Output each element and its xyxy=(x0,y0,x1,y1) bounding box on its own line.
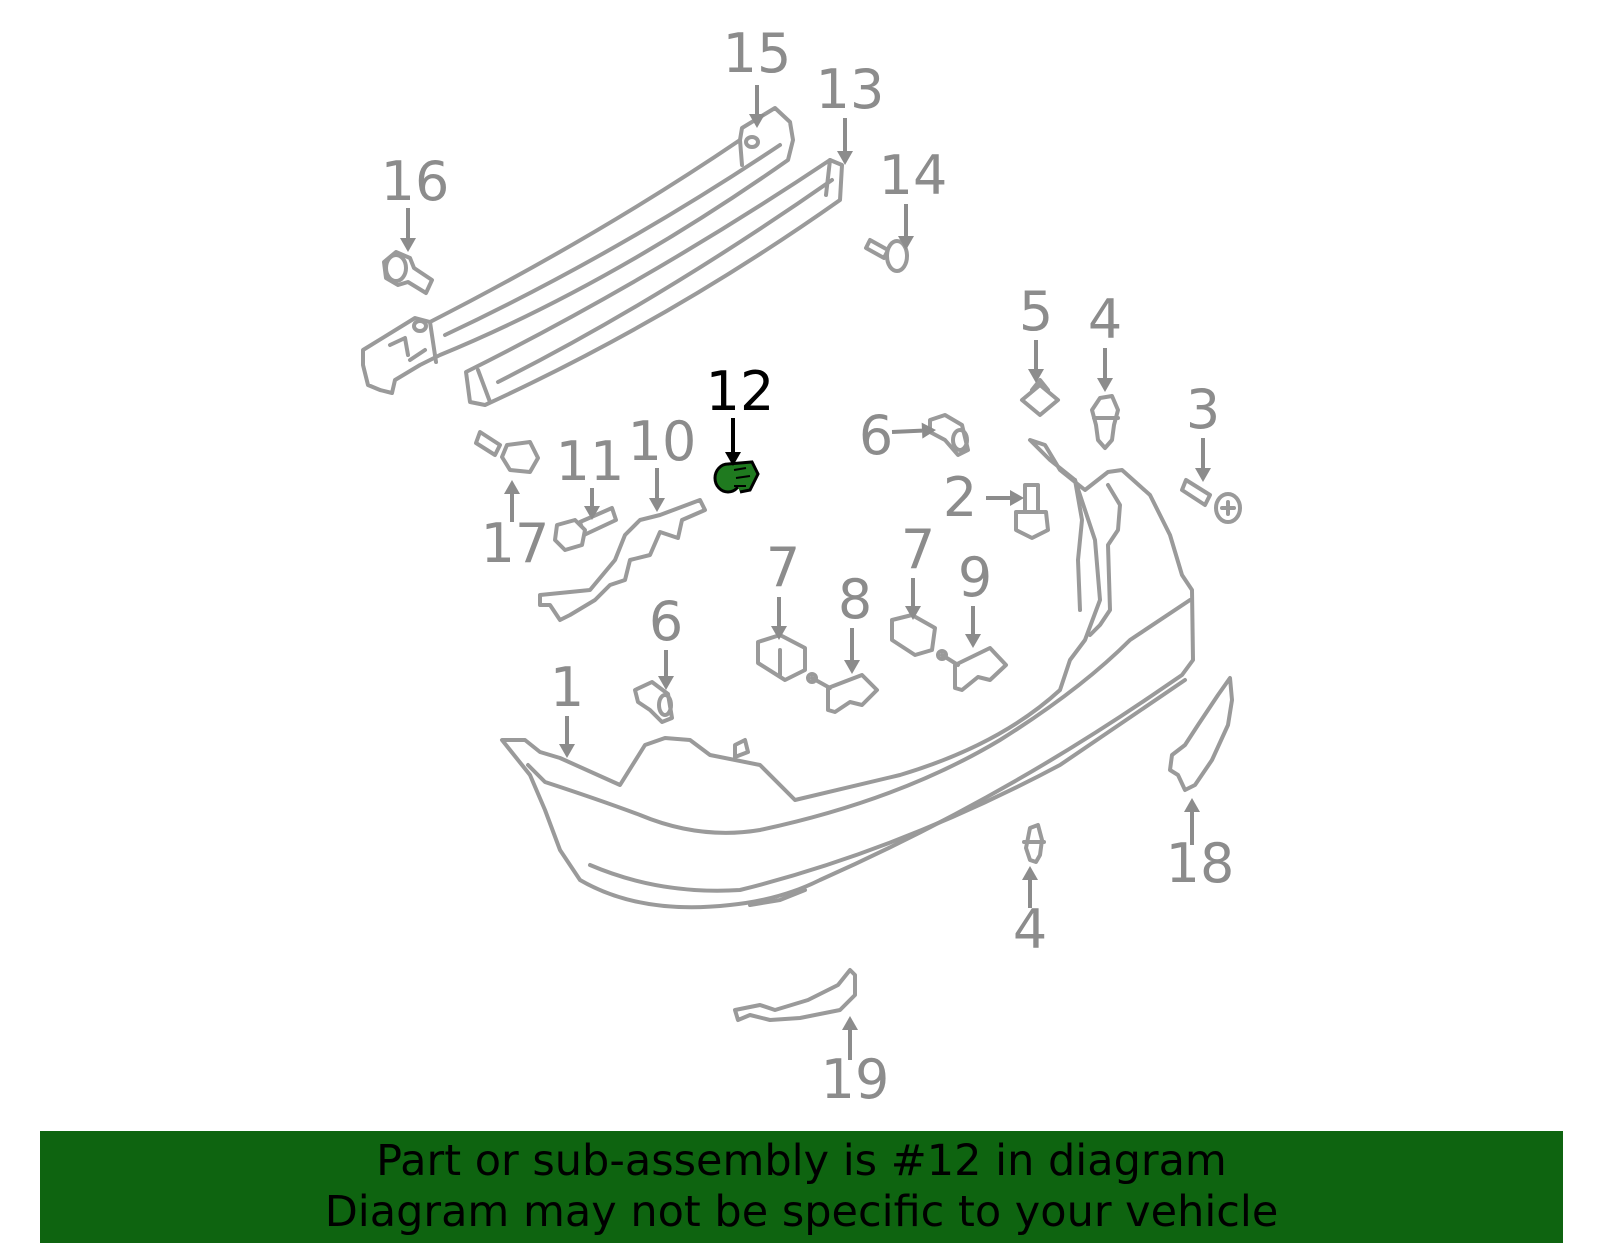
part-8-retainer[interactable] xyxy=(806,672,879,714)
callout-3[interactable]: 3 xyxy=(1186,378,1220,441)
banner-line-part-number: Part or sub-assembly is #12 in diagram xyxy=(376,1136,1227,1186)
arrowhead-c2 xyxy=(1010,490,1024,506)
arrowhead-c13 xyxy=(837,151,853,165)
callout-9[interactable]: 9 xyxy=(958,546,992,609)
arrowhead-c19 xyxy=(842,1016,858,1030)
part-7-clip-left[interactable] xyxy=(756,633,807,682)
callout-7-left[interactable]: 7 xyxy=(766,536,800,599)
part-1-bumper-cover[interactable] xyxy=(500,438,1195,910)
callout-8[interactable]: 8 xyxy=(838,568,872,631)
part-4-push-clip-upper[interactable] xyxy=(1090,394,1120,450)
arrowhead-c9 xyxy=(965,634,981,648)
arrowhead-c12 xyxy=(725,452,741,466)
arrowhead-c15 xyxy=(749,114,765,128)
banner-line-disclaimer: Diagram may not be specific to your vehi… xyxy=(324,1187,1279,1237)
arrowhead-c4a xyxy=(1097,378,1113,392)
part-17-bolt[interactable] xyxy=(474,430,540,474)
arrowhead-c6b xyxy=(658,676,674,690)
callout-16[interactable]: 16 xyxy=(381,150,450,213)
callout-18[interactable]: 18 xyxy=(1166,832,1235,895)
callout-11[interactable]: 11 xyxy=(556,430,625,493)
callout-10[interactable]: 10 xyxy=(628,410,697,473)
arrowhead-c10 xyxy=(649,498,665,512)
part-4-push-clip-lower[interactable] xyxy=(1022,823,1046,864)
arrowhead-c14 xyxy=(898,236,914,250)
part-9-retainer[interactable] xyxy=(936,646,1008,692)
arrowhead-c7b xyxy=(905,606,921,620)
arrowhead-c6a xyxy=(921,422,936,439)
callout-14[interactable]: 14 xyxy=(879,144,948,207)
part-12-highlighted[interactable] xyxy=(713,460,760,494)
arrowhead-c1 xyxy=(559,744,575,758)
leader-lines xyxy=(400,85,1211,1060)
callout-12-highlighted[interactable]: 12 xyxy=(706,360,775,423)
part-19-lower-molding[interactable] xyxy=(733,968,857,1022)
arrowhead-c11 xyxy=(584,506,600,520)
arrowhead-c5 xyxy=(1028,369,1044,383)
part-2-bolt[interactable] xyxy=(1014,483,1050,540)
callout-13[interactable]: 13 xyxy=(816,58,885,121)
callout-5[interactable]: 5 xyxy=(1019,280,1053,343)
arrowhead-c18 xyxy=(1184,798,1200,812)
callout-6-upper[interactable]: 6 xyxy=(859,404,893,467)
arrowhead-c17 xyxy=(504,480,520,494)
callout-labels: 1 2 3 4 4 5 6 6 7 7 8 9 10 11 12 13 14 1… xyxy=(381,22,1235,1111)
part-5-clip-nut[interactable] xyxy=(1020,378,1060,417)
arrowhead-c4b xyxy=(1022,866,1038,880)
part-3-screw[interactable] xyxy=(1180,478,1242,524)
part-16-bolt[interactable] xyxy=(382,250,434,295)
leader-line-c6a xyxy=(891,428,923,434)
callout-17[interactable]: 17 xyxy=(481,512,550,575)
part-14-pin[interactable] xyxy=(864,238,909,273)
part-13-energy-absorber[interactable] xyxy=(464,158,844,407)
callout-19[interactable]: 19 xyxy=(821,1048,890,1111)
callout-2[interactable]: 2 xyxy=(943,466,977,529)
callout-1[interactable]: 1 xyxy=(550,656,584,719)
part-7-clip-right[interactable] xyxy=(890,613,937,657)
arrowhead-c16 xyxy=(400,238,416,252)
info-banner: Part or sub-assembly is #12 in diagram D… xyxy=(40,1131,1563,1243)
callout-4-upper[interactable]: 4 xyxy=(1088,288,1122,351)
arrowhead-c7a xyxy=(771,626,787,640)
callout-6-lower[interactable]: 6 xyxy=(649,590,683,653)
part-6-clip-lower[interactable] xyxy=(633,680,674,724)
callout-15[interactable]: 15 xyxy=(723,22,792,85)
arrowhead-c3 xyxy=(1195,468,1211,482)
callout-4-lower[interactable]: 4 xyxy=(1013,898,1047,961)
arrowhead-c8 xyxy=(844,660,860,674)
part-11-bolt[interactable] xyxy=(553,506,618,552)
part-6-clip-upper[interactable] xyxy=(928,413,970,457)
part-15-reinforcement-beam[interactable] xyxy=(361,106,795,395)
part-18-side-molding[interactable] xyxy=(1168,676,1234,792)
part-10-bracket[interactable] xyxy=(538,498,707,622)
callout-7-right[interactable]: 7 xyxy=(901,518,935,581)
